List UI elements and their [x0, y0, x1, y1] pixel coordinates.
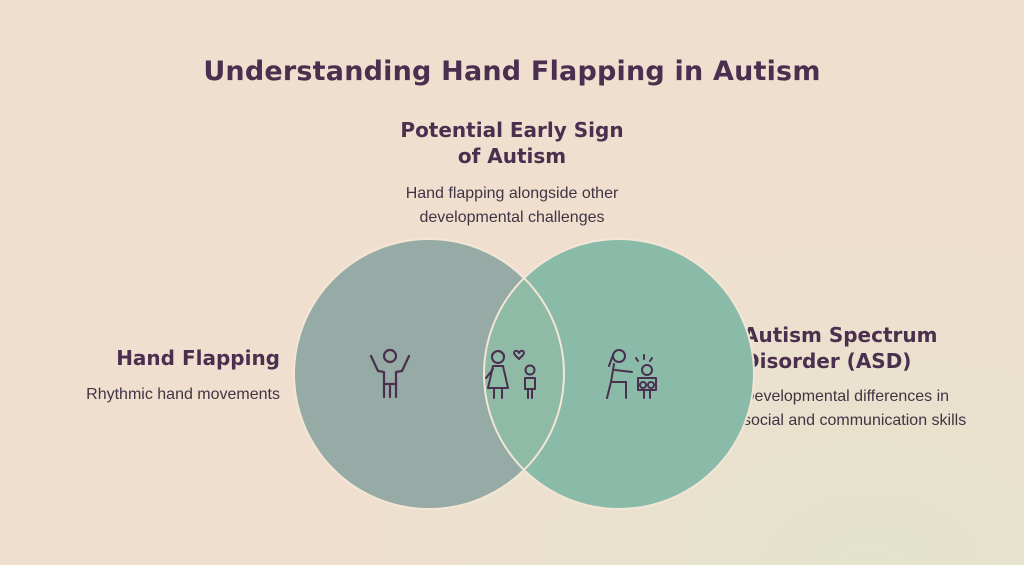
right-heading-line1: Autism Spectrum — [743, 323, 938, 347]
right-description-line1: Developmental differences in — [743, 388, 950, 405]
caregiver-with-child-icon — [606, 349, 657, 399]
right-set-heading: Autism Spectrum Disorder (ASD) — [743, 322, 1003, 374]
overlap-description-line1: Hand flapping alongside other — [405, 185, 619, 202]
right-set-circle — [484, 239, 754, 509]
overlap-description-line2: developmental challenges — [419, 209, 605, 226]
right-set-description: Developmental differences in social and … — [743, 385, 1013, 433]
right-heading-line2: Disorder (ASD) — [743, 349, 912, 373]
overlap-heading-line2: of Autism — [457, 144, 567, 168]
left-set-circle — [294, 239, 564, 509]
left-set-heading: Hand Flapping — [116, 346, 280, 370]
left-circle-outline — [293, 238, 565, 510]
right-circle-outline — [483, 238, 755, 510]
diagram-title: Understanding Hand Flapping in Autism — [203, 56, 821, 87]
overlap-description: Hand flapping alongside other developmen… — [362, 182, 662, 230]
right-description-line2: social and communication skills — [743, 412, 967, 429]
parent-child-heart-icon — [485, 349, 536, 399]
child-arms-raised-icon — [369, 348, 411, 399]
overlap-heading-line1: Potential Early Sign — [400, 118, 624, 142]
overlap-heading: Potential Early Sign of Autism — [362, 117, 662, 169]
left-set-description: Rhythmic hand movements — [86, 386, 280, 403]
